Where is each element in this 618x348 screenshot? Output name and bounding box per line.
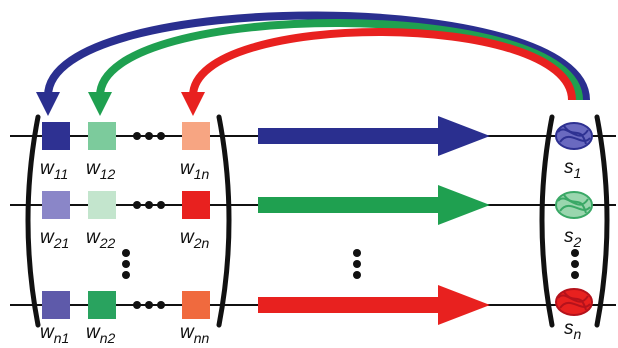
- matrix-right-bracket: [216, 114, 232, 328]
- matrix-label: wnn: [180, 322, 210, 343]
- state-vertical-ellipsis: [571, 249, 579, 279]
- arrows-vertical-ellipsis: [353, 249, 361, 279]
- mapping-arrowhead-blue: [438, 116, 490, 156]
- mapping-arrowhead-green: [438, 185, 490, 225]
- ellipsis-dot: [353, 249, 361, 257]
- state-brackets: [539, 114, 610, 328]
- matrix-label: w12: [86, 158, 116, 182]
- matrix-brackets: [25, 114, 232, 328]
- ellipsis-dot: [133, 132, 141, 140]
- feedback-arrowhead-red: [181, 92, 205, 116]
- state-blob-icon: [555, 288, 593, 316]
- state-1: s1: [555, 122, 593, 181]
- matrix-label: w21: [40, 227, 69, 251]
- feedback-arrowhead-blue: [36, 92, 60, 116]
- ellipsis-dot: [157, 132, 165, 140]
- state-2: s2: [555, 191, 593, 250]
- ellipsis-dot: [571, 271, 579, 279]
- ellipsis-dot: [571, 249, 579, 257]
- matrix-cell: [42, 291, 70, 319]
- state-blob-icon: [555, 122, 593, 150]
- matrix-row-n: wn1 wn2 wnn: [40, 291, 210, 346]
- matrix-label: w11: [40, 158, 68, 182]
- matrix-cell: [182, 191, 210, 219]
- ellipsis-dot: [353, 271, 361, 279]
- mapping-arrow-shaft-blue: [258, 128, 440, 144]
- matrix-cell: [42, 191, 70, 219]
- matrix-label: wn2: [86, 322, 116, 343]
- state-right-bracket: [594, 114, 610, 328]
- matrix-label: w2n: [180, 227, 210, 251]
- matrix-row-2: w21 w22 w2n: [40, 191, 210, 251]
- ellipsis-dot: [133, 301, 141, 309]
- ellipsis-dot: [145, 132, 153, 140]
- matrix-left-bracket: [25, 114, 41, 328]
- state-blob-icon: [555, 191, 593, 219]
- feedback-arrow-red: [189, 28, 576, 101]
- ellipsis-dot: [157, 301, 165, 309]
- mapping-arrow-shaft-green: [258, 197, 440, 213]
- matrix-label: w22: [86, 227, 116, 251]
- feedback-arrows: [36, 11, 590, 116]
- matrix-cell: [42, 122, 70, 150]
- ellipsis-dot: [353, 260, 361, 268]
- matrix-cell: [88, 291, 116, 319]
- ellipsis-dot: [122, 249, 130, 257]
- feedback-arrowhead-green: [88, 92, 112, 116]
- matrix-row-1: w11 w12 w1n: [40, 122, 210, 182]
- ellipsis-dot: [145, 201, 153, 209]
- ellipsis-dot: [145, 301, 153, 309]
- ellipsis-dot: [571, 260, 579, 268]
- matrix-vertical-ellipsis: [122, 249, 130, 279]
- matrix-label: wn1: [40, 322, 69, 343]
- matrix-label: w1n: [180, 158, 210, 182]
- mapping-arrowhead-red: [438, 285, 490, 325]
- state-label: sn: [564, 318, 582, 342]
- feedback-arrow-blue: [44, 11, 590, 101]
- ellipsis-dot: [122, 271, 130, 279]
- state-label: s2: [564, 226, 582, 250]
- ellipsis-dot: [122, 260, 130, 268]
- row-lines: [10, 135, 616, 306]
- state-label: s1: [564, 157, 581, 181]
- ellipsis-dot: [133, 201, 141, 209]
- mapping-arrows: [258, 116, 490, 325]
- ellipsis-dot: [157, 201, 165, 209]
- state-n: sn: [555, 288, 593, 342]
- matrix-cell: [182, 122, 210, 150]
- matrix-cell: [88, 191, 116, 219]
- mapping-arrow-shaft-red: [258, 297, 440, 313]
- feedback-arrow-green: [96, 19, 583, 101]
- matrix-cell: [88, 122, 116, 150]
- state-left-bracket: [539, 114, 555, 328]
- matrix-cell: [182, 291, 210, 319]
